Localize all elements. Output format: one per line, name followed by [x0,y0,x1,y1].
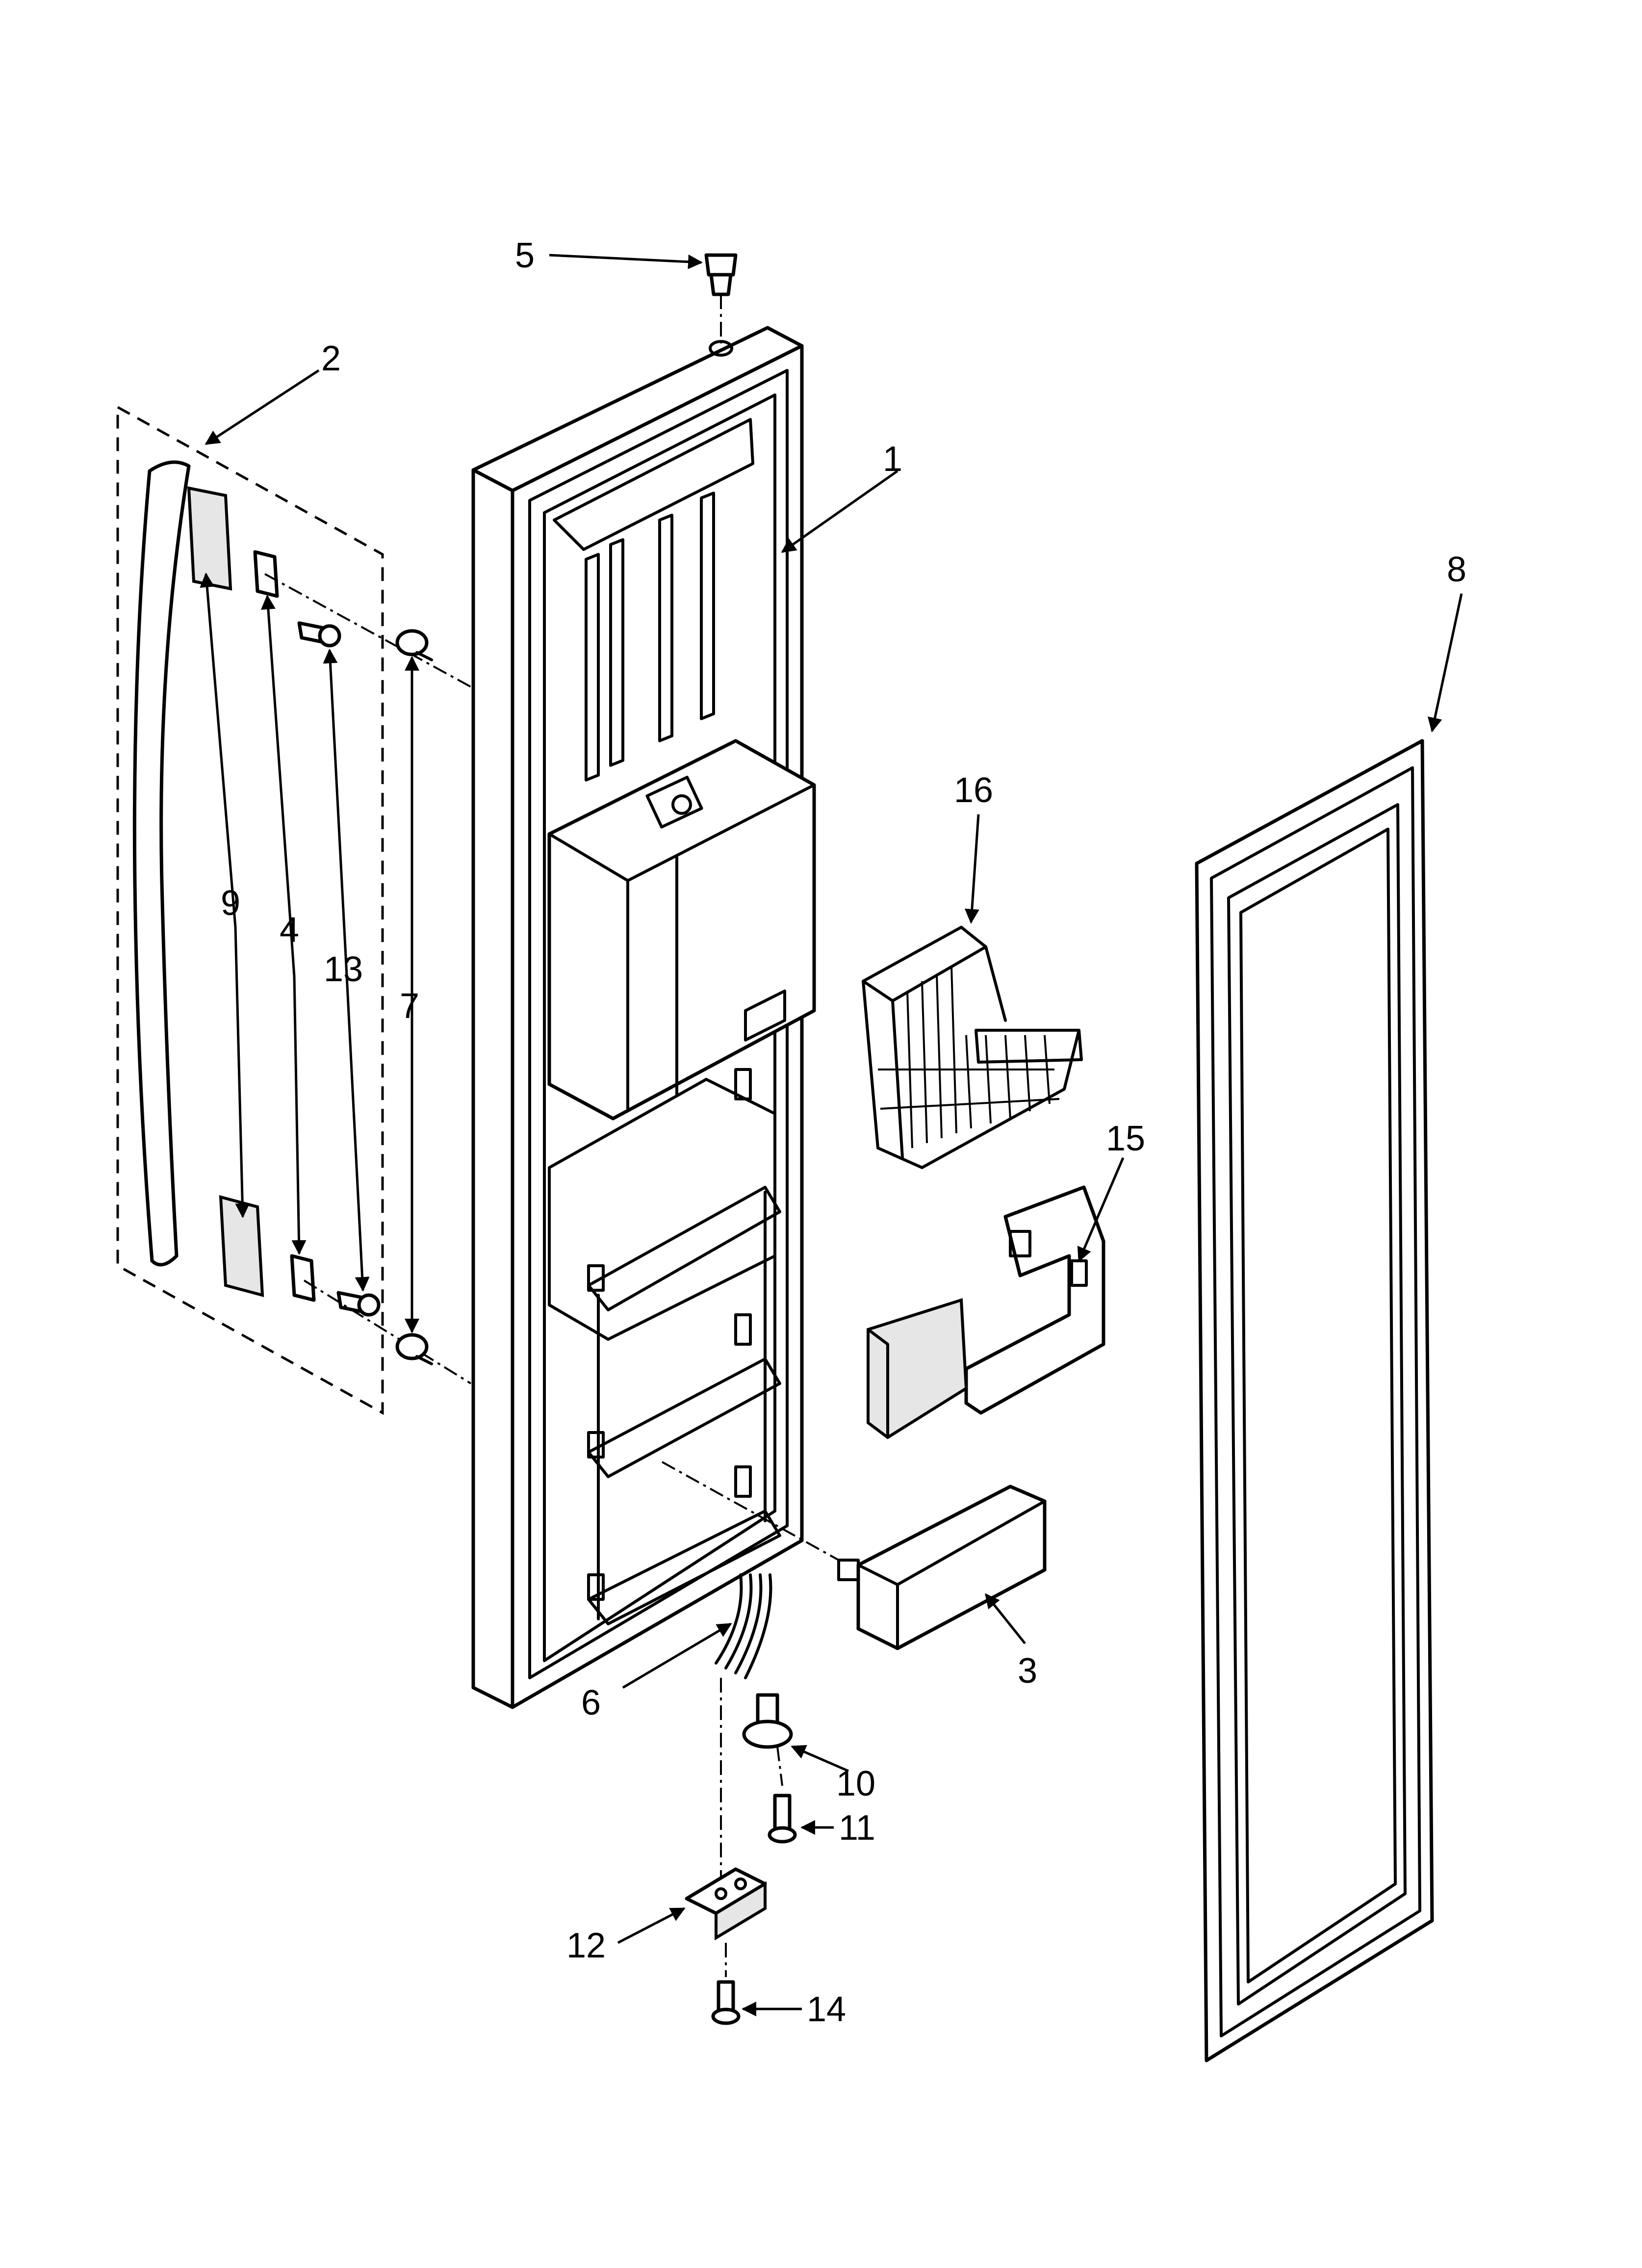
callout-16: 16 [954,771,993,810]
callout-13: 13 [324,950,363,989]
callout-12: 12 [566,1926,606,1965]
callout-labels: 1 2 3 4 5 6 7 8 9 10 11 12 13 14 15 16 [221,236,1466,2029]
hinge-bracket-screw [711,1980,741,2025]
handle-assembly-group [116,405,472,1415]
callout-15: 15 [1106,1119,1145,1158]
callout-5: 5 [515,236,535,275]
top-hinge-bushing [704,253,738,343]
hinge-bracket [685,1867,767,1977]
wire-basket [862,926,1083,1169]
door-liner [471,326,816,1709]
callout-2: 2 [321,339,341,378]
callout-8: 8 [1447,550,1466,589]
callout-3: 3 [1018,1651,1037,1691]
door-gasket [1195,739,1434,2062]
basket-holder-bracket [867,1185,1105,1439]
hinge-screw [768,1794,797,1844]
callout-4: 4 [280,911,299,950]
callout-11: 11 [839,1808,875,1848]
callout-7: 7 [400,987,419,1026]
door-bin [662,1461,1047,1650]
leader-lines [200,254,1463,2016]
callout-10: 10 [836,1764,875,1803]
hinge-pin [742,1693,793,1786]
callout-6: 6 [581,1683,601,1722]
callout-1: 1 [883,440,902,479]
callout-9: 9 [221,884,240,923]
wire-harness [715,1573,772,1884]
callout-14: 14 [807,1990,846,2029]
